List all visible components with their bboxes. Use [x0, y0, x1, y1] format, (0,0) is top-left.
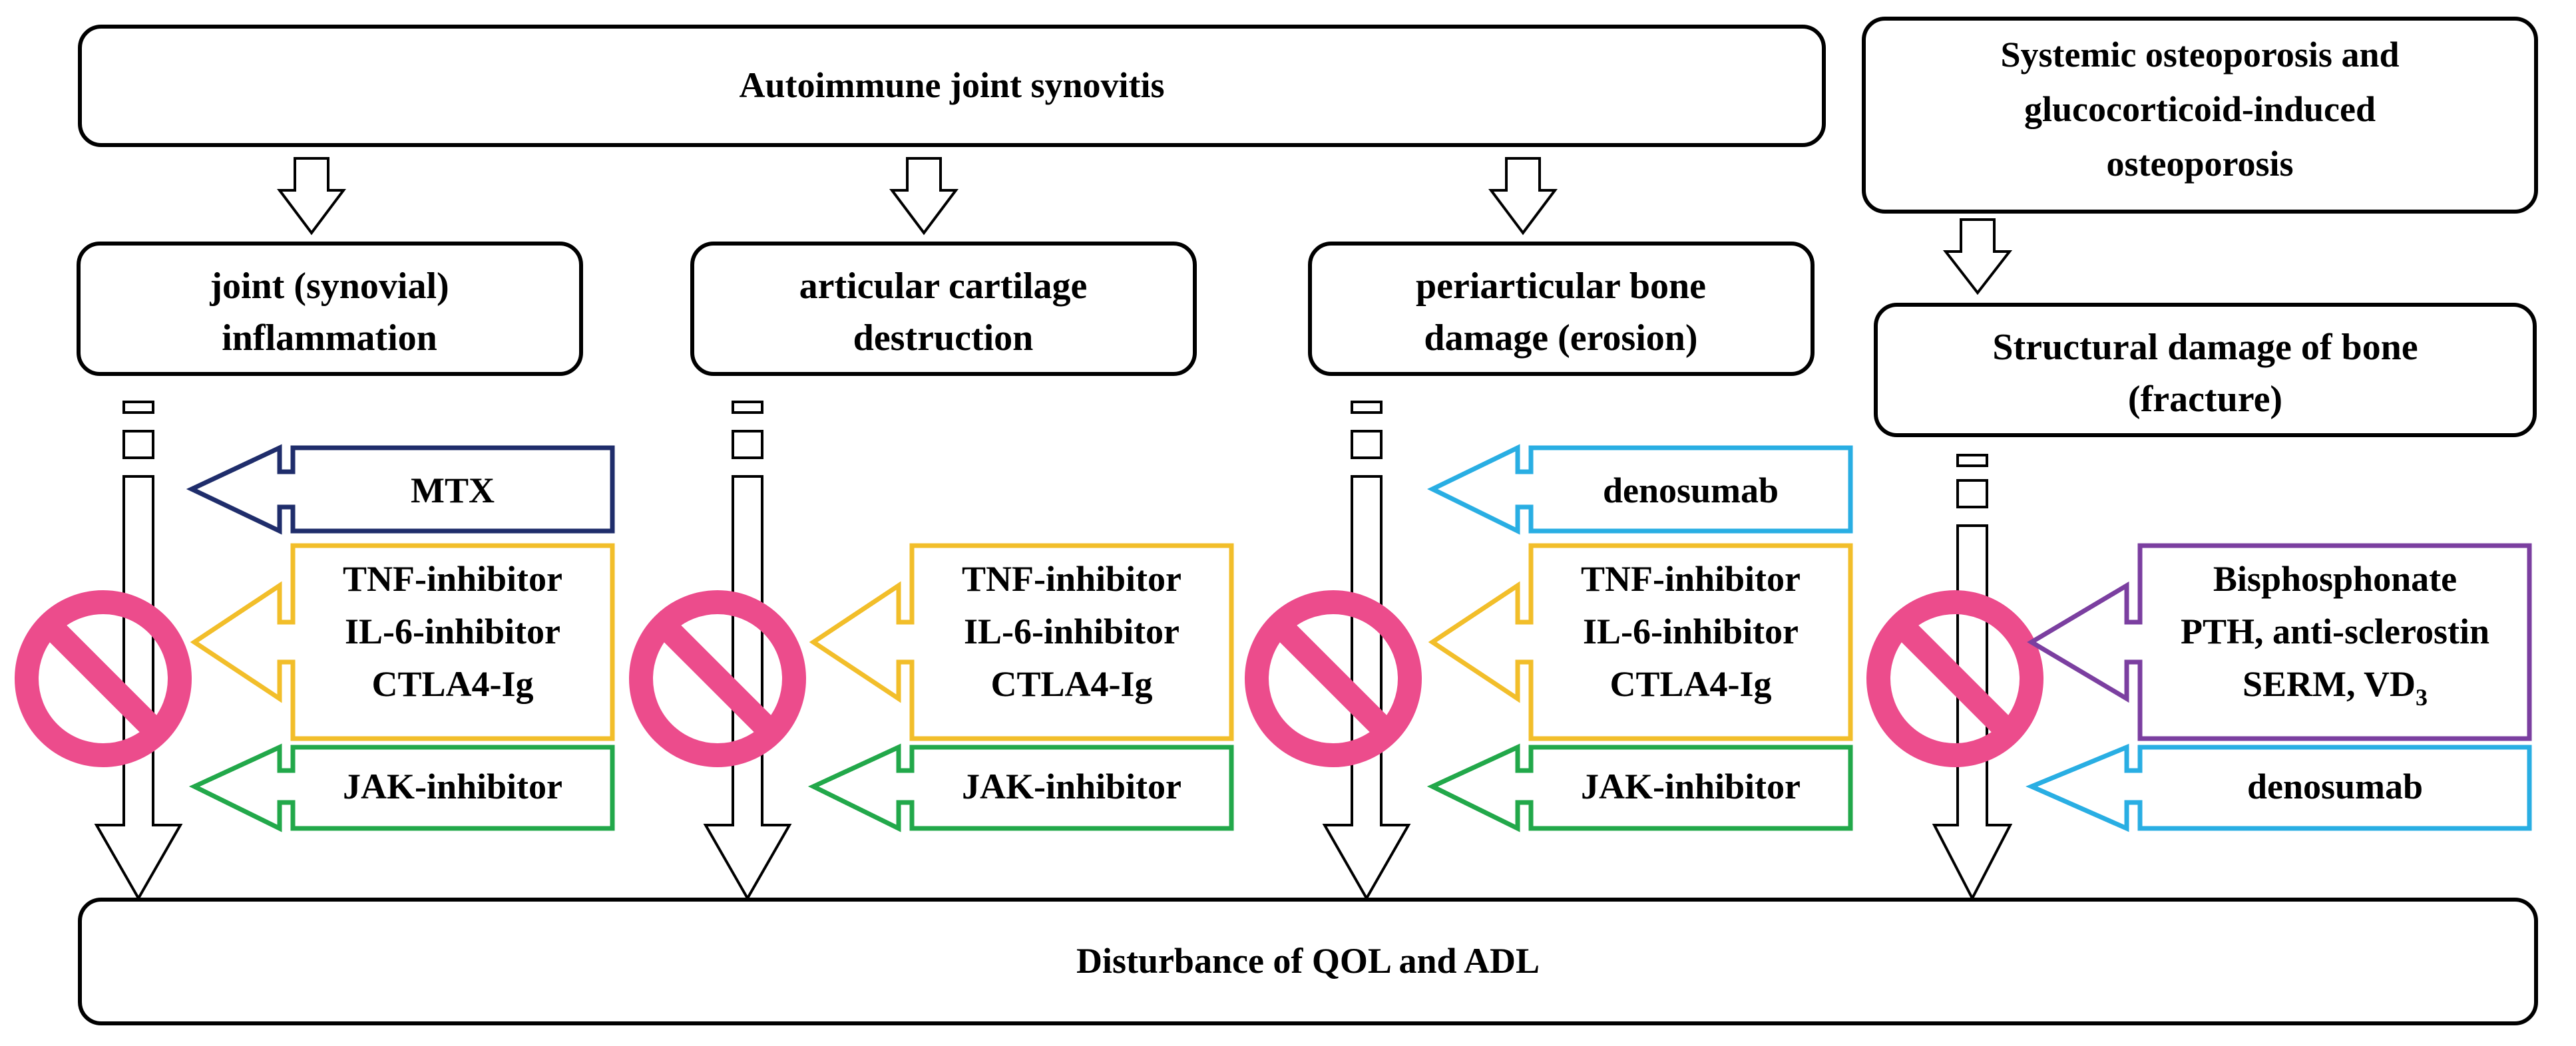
serm-vd-text: SERM, VD	[2243, 664, 2416, 704]
osteoporosis-line-3: osteoporosis	[2106, 144, 2293, 184]
bone-drugs-line-1: Bisphosphonate	[2213, 559, 2457, 599]
structural-damage-box	[1874, 303, 2537, 437]
denosumab-arrow-1	[1427, 444, 1853, 535]
prohibit-icon	[15, 590, 192, 767]
biologics-1-line-2: IL-6-inhibitor	[345, 611, 560, 651]
bone-damage-line-1: periarticular bone	[1416, 265, 1706, 307]
jak-1-label: JAK-inhibitor	[343, 767, 562, 806]
prohibit-icon	[629, 590, 806, 767]
cartilage-destruction-line-1: articular cartilage	[799, 265, 1088, 307]
down-arrow-icon	[1942, 218, 2013, 295]
denosumab-arrow-2	[2026, 743, 2532, 832]
bone-drugs-line-3: SERM, VD3	[2243, 664, 2428, 711]
structural-damage-line-1: Structural damage of bone	[1992, 327, 2418, 368]
synovitis-box	[78, 25, 1826, 147]
long-down-arrow-icon	[94, 401, 183, 902]
jak-3-label: JAK-inhibitor	[1581, 767, 1801, 806]
biologics-arrow-3	[1428, 543, 1853, 741]
denosumab-1-label: denosumab	[1603, 470, 1779, 510]
bone-damage-line-2: damage (erosion)	[1424, 317, 1697, 359]
jak-2-label: JAK-inhibitor	[962, 767, 1181, 806]
synovitis-label: Autoimmune joint synovitis	[739, 65, 1164, 105]
biologics-1-line-1: TNF-inhibitor	[343, 559, 562, 599]
biologics-1-line-3: CTLA4-Ig	[371, 664, 533, 704]
bone-drugs-arrow	[2027, 543, 2532, 741]
joint-inflammation-box	[77, 242, 583, 376]
down-arrow-icon	[1488, 157, 1558, 236]
osteoporosis-line-1: Systemic osteoporosis and	[2000, 35, 2399, 75]
biologics-2-line-3: CTLA4-Ig	[990, 664, 1152, 704]
long-down-arrow-icon	[703, 401, 792, 902]
joint-inflammation-line-2: inflammation	[222, 317, 437, 359]
down-arrow-icon	[889, 157, 959, 236]
vd-subscript: 3	[2416, 684, 2428, 711]
bone-damage-box	[1308, 242, 1815, 376]
cartilage-destruction-line-2: destruction	[853, 317, 1034, 359]
down-arrow-icon	[277, 157, 346, 236]
jak-arrow-2	[807, 743, 1234, 832]
denosumab-2-label: denosumab	[2247, 767, 2423, 806]
osteoporosis-line-2: glucocorticoid-induced	[2024, 89, 2376, 129]
osteoporosis-box	[1862, 17, 2538, 214]
prohibit-icon	[1866, 590, 2043, 767]
biologics-3-line-2: IL-6-inhibitor	[1583, 611, 1799, 651]
qol-adl-label: Disturbance of QOL and ADL	[1076, 941, 1540, 981]
bone-drugs-line-2: PTH, anti-sclerostin	[2181, 611, 2489, 651]
long-down-arrow-icon	[1322, 401, 1411, 902]
mtx-label: MTX	[411, 470, 495, 510]
structural-damage-line-2: (fracture)	[2128, 379, 2282, 420]
biologics-2-line-1: TNF-inhibitor	[962, 559, 1181, 599]
biologics-3-line-1: TNF-inhibitor	[1581, 559, 1801, 599]
joint-inflammation-line-1: joint (synovial)	[209, 265, 449, 307]
biologics-arrow-1	[190, 543, 615, 741]
jak-arrow-1	[188, 743, 615, 832]
cartilage-destruction-box	[690, 242, 1197, 376]
mtx-arrow	[186, 444, 615, 535]
jak-arrow-3	[1426, 743, 1853, 832]
biologics-3-line-3: CTLA4-Ig	[1610, 664, 1771, 704]
biologics-arrow-2	[809, 543, 1234, 741]
biologics-2-line-2: IL-6-inhibitor	[964, 611, 1180, 651]
prohibit-icon	[1245, 590, 1422, 767]
qol-adl-box	[78, 898, 2538, 1025]
